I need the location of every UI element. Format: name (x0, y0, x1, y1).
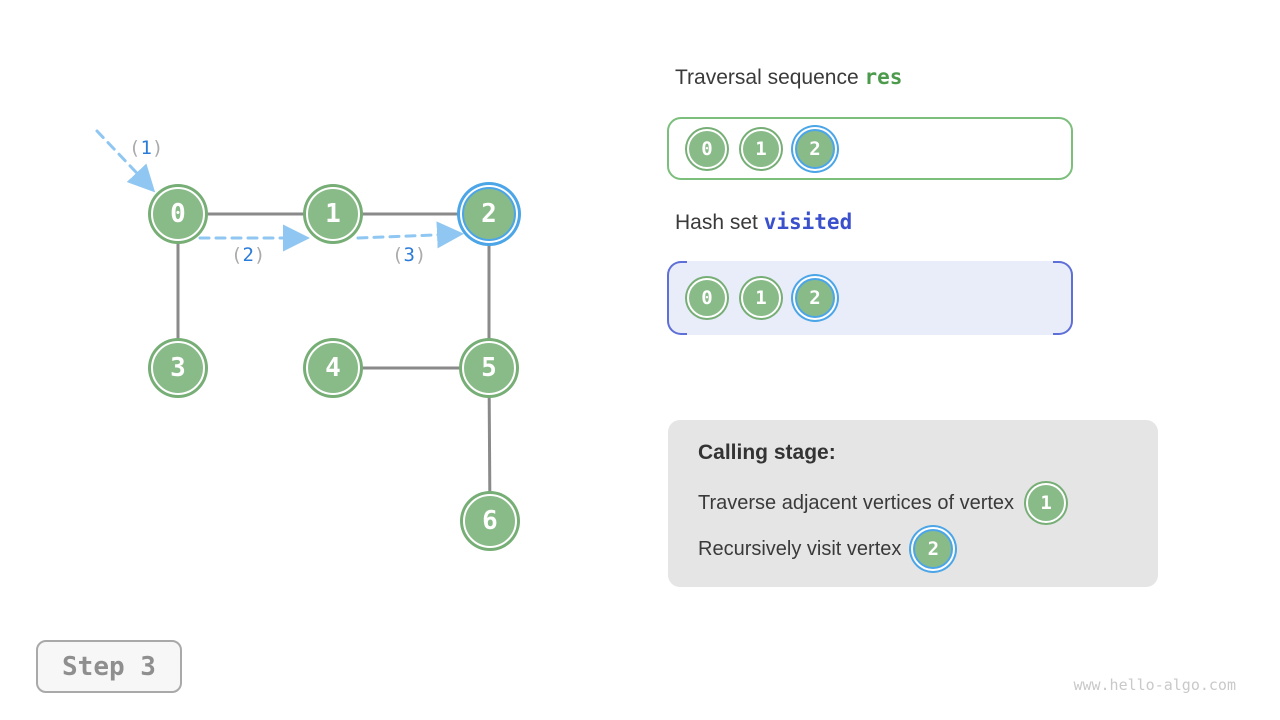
traversal-arrow-3-icon (356, 221, 464, 249)
visited-item-1: 1 (741, 278, 781, 318)
traversal-sequence-box: 0 1 2 (667, 117, 1073, 180)
graph-node-2-highlighted: 2 (462, 187, 516, 241)
calling-stage-panel: Calling stage: Traverse adjacent vertice… (668, 420, 1158, 587)
traversal-arrow-1-icon (95, 129, 156, 193)
arrow-label-1: (1) (129, 137, 164, 159)
res-code-label: res (864, 65, 903, 89)
visited-code-label: visited (763, 210, 853, 234)
calling-line-1-node: 1 (1026, 483, 1067, 523)
hash-set-label: Hash set (675, 211, 758, 234)
calling-stage-heading: Calling stage: (698, 441, 836, 464)
graph-node-1: 1 (306, 187, 360, 241)
visited-item-0: 0 (687, 278, 727, 318)
traversal-sequence-label: Traversal sequence (675, 66, 859, 89)
calling-line-2-text: Recursively visit vertex (698, 537, 902, 560)
traversal-sequence-title: Traversal sequence res (675, 65, 902, 90)
hash-set-box: 0 1 2 (667, 261, 1073, 335)
hash-set-title: Hash set visited (675, 210, 852, 235)
res-item-0: 0 (687, 128, 727, 169)
res-item-1: 1 (741, 128, 781, 169)
graph-node-4: 4 (306, 341, 360, 395)
arrow-label-2: (2) (231, 244, 266, 266)
graph-node-6: 6 (463, 494, 517, 548)
visited-item-2-highlighted: 2 (795, 278, 835, 318)
arrow-label-3: (3) (392, 244, 427, 266)
calling-stage-line-1: Traverse adjacent vertices of vertex 1 (698, 483, 1067, 523)
graph-node-3: 3 (151, 341, 205, 395)
watermark: www.hello-algo.com (1073, 676, 1236, 694)
graph-node-5: 5 (462, 341, 516, 395)
step-badge: Step 3 (36, 640, 182, 693)
calling-stage-line-2: Recursively visit vertex 2 (698, 529, 954, 569)
calling-line-2-node-highlighted: 2 (913, 529, 954, 569)
calling-line-1-text: Traverse adjacent vertices of vertex (698, 491, 1015, 514)
res-item-2-highlighted: 2 (795, 128, 835, 169)
graph-node-0: 0 (151, 187, 205, 241)
